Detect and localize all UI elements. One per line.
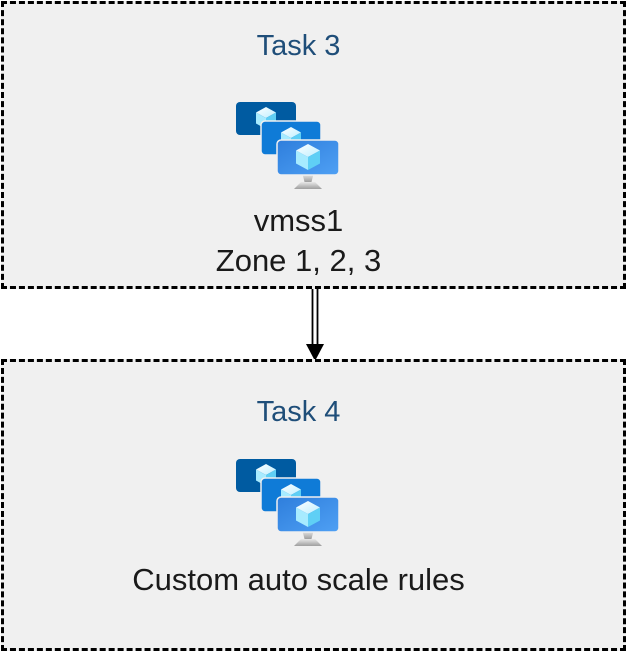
vm-scale-sets-icon [235,459,339,546]
autoscale-rules-label: Custom auto scale rules [132,562,465,597]
task3-labels: vmss1 Zone 1, 2, 3 [216,201,381,281]
task4-content: Task 4 Custom auto scale rules [0,362,608,648]
vmss-name-label: vmss1 [253,203,344,238]
task4-labels: Custom auto scale rules [132,560,465,600]
zones-label: Zone 1, 2, 3 [215,243,382,278]
vm-scale-sets-icon [235,102,339,189]
task3-title: Task 3 [256,30,341,62]
task3-content: Task 3 vmss1 Zone 1, 2, 3 [0,4,608,286]
down-arrow-connector [306,289,324,361]
task4-box: Task 4 Custom auto scale rules [1,359,626,651]
task3-box: Task 3 vmss1 Zone 1, 2, 3 [1,1,626,289]
task4-title: Task 4 [256,396,341,428]
